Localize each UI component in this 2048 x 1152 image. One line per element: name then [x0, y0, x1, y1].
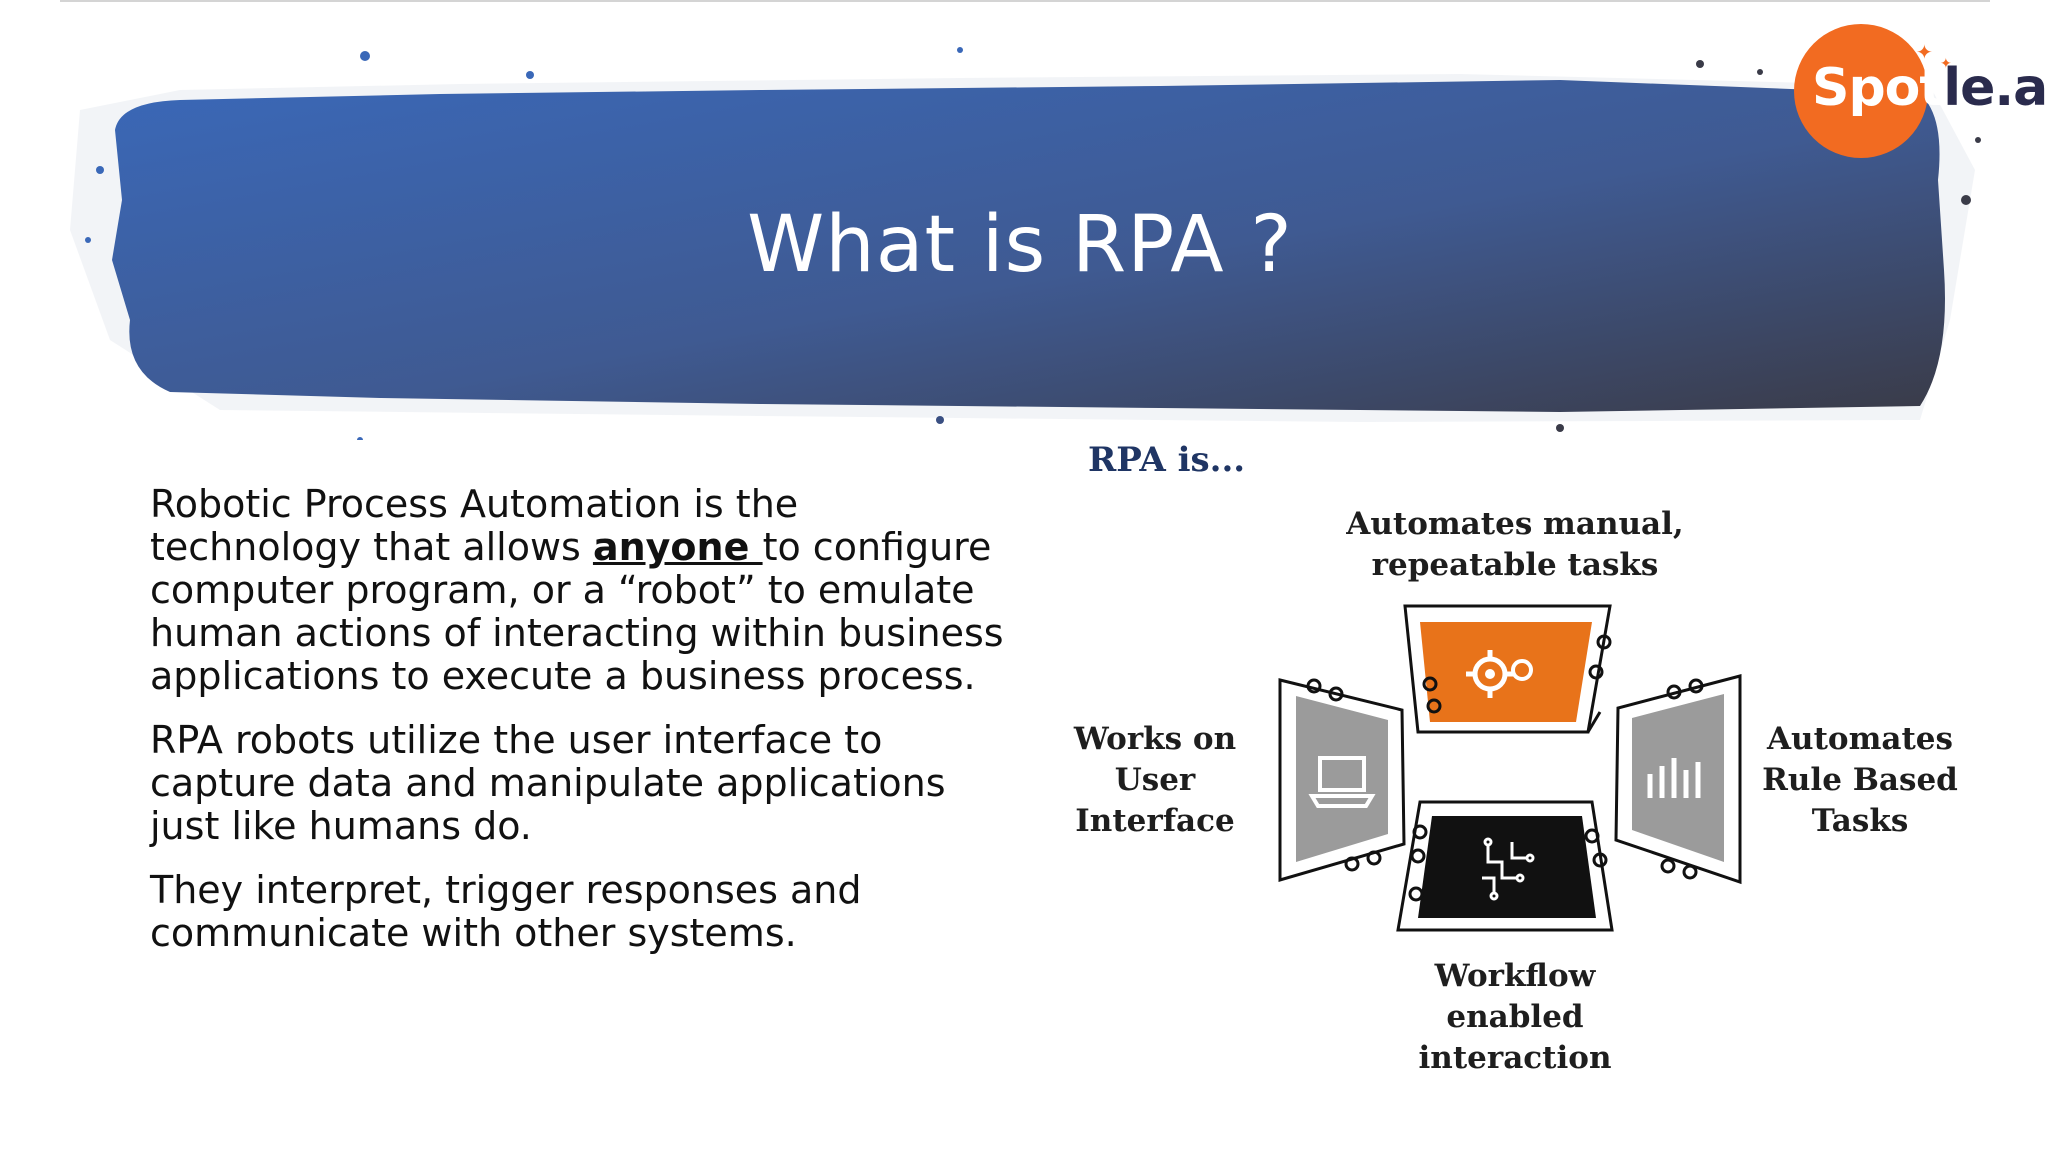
paragraph-definition-start: Robotic Process Automation is the techno…	[150, 482, 799, 569]
circuit-icon	[1482, 837, 1535, 901]
diagram-heading: RPA is...	[1088, 440, 1246, 480]
top-panel	[1403, 604, 1612, 734]
brand-logo: Spotle.ai ✦ ✦	[1792, 20, 2048, 160]
label-workflow-text: Workflow enabled interaction	[1418, 958, 1612, 1076]
label-automates-manual-text: Automates manual, repeatable tasks	[1346, 506, 1684, 583]
emphasis-anyone: anyone	[592, 525, 763, 569]
label-works-on-ui-text: Works on User Interface	[1073, 721, 1237, 839]
bottom-panel	[1396, 800, 1614, 932]
bar-chart-icon	[1647, 758, 1701, 798]
logo-text: Spotle.ai	[1812, 58, 2048, 118]
paragraph-definition-end: to configure computer program, or a “rob…	[150, 525, 1004, 698]
paragraph-definition: Robotic Process Automation is the techno…	[150, 483, 1010, 698]
label-works-on-ui: Works on User Interface	[1040, 719, 1270, 842]
sparkle-small-icon: ✦	[1940, 56, 1952, 72]
paragraph-user-interface: RPA robots utilize the user interface to…	[150, 718, 946, 848]
gears-icon	[1466, 650, 1533, 698]
label-rule-based-text: Automates Rule Based Tasks	[1762, 721, 1958, 839]
page-title: What is RPA ?	[747, 200, 1293, 290]
rpa-diagram	[1278, 604, 1742, 932]
logo-circle	[1794, 24, 1928, 158]
label-automates-manual: Automates manual, repeatable tasks	[1300, 504, 1730, 586]
left-panel	[1278, 678, 1406, 882]
logo-text-part-b: le.ai	[1943, 58, 2048, 118]
top-divider	[60, 0, 1990, 2]
label-rule-based: Automates Rule Based Tasks	[1740, 719, 1980, 842]
body-text: Robotic Process Automation is the techno…	[150, 483, 1010, 976]
paragraph-interpret: They interpret, trigger responses and co…	[150, 868, 862, 955]
title-banner	[70, 47, 1981, 440]
laptop-icon	[1308, 756, 1376, 808]
logo-text-part-a: Spot	[1812, 58, 1944, 118]
right-panel	[1614, 674, 1742, 885]
sparkle-icon: ✦	[1916, 40, 1933, 64]
label-workflow: Workflow enabled interaction	[1380, 956, 1650, 1079]
